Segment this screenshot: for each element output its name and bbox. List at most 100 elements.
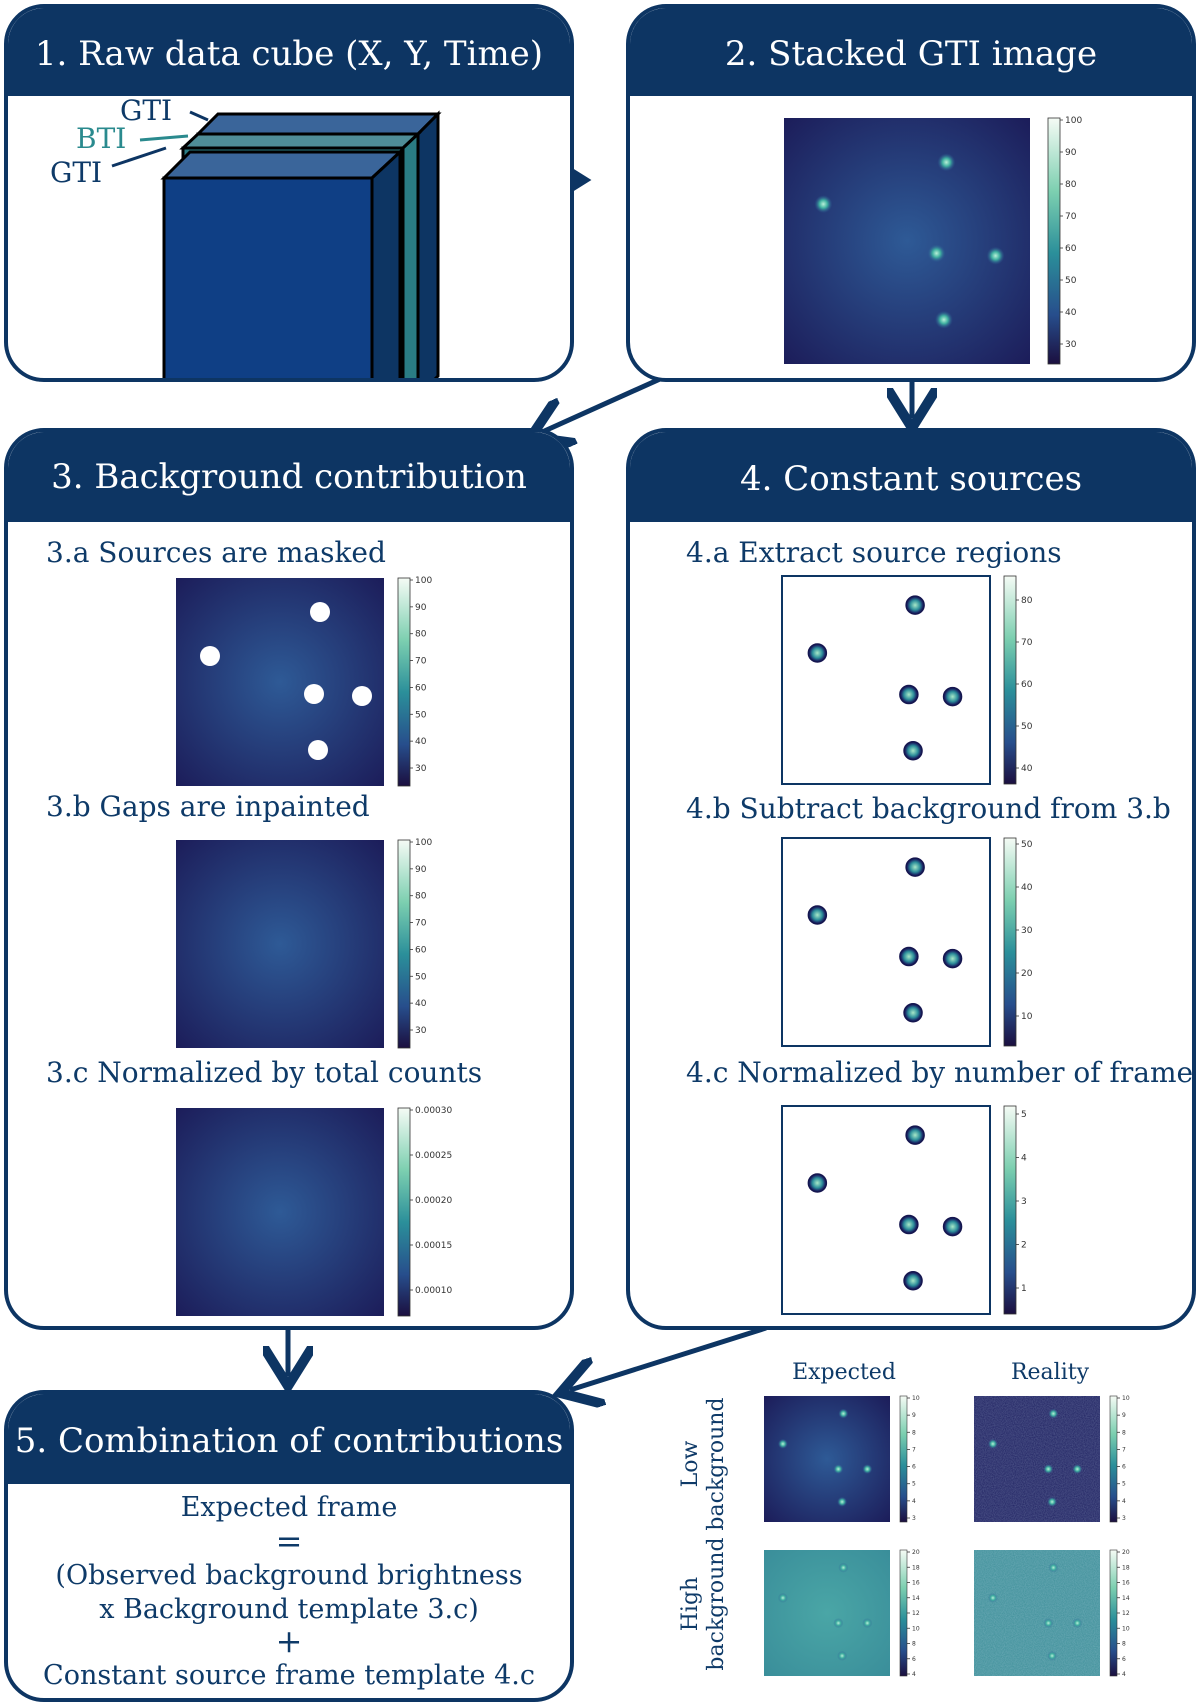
cube-bti-side: [401, 130, 420, 378]
source-region: [899, 946, 919, 967]
step-4a-label: 4.a Extract source regions: [686, 536, 1062, 569]
mini-source: [833, 1618, 844, 1629]
formula-observed-brightness: (Observed background brightness: [55, 1560, 523, 1591]
colorbar-tick-label: 40: [415, 737, 427, 747]
colorbar-tick-label: 16: [912, 1580, 920, 1587]
colorbar-tick-label: 16: [1122, 1580, 1130, 1587]
colorbar-tick-label: 50: [1021, 840, 1033, 850]
colorbar-tick-label: 7: [1122, 1446, 1126, 1453]
label-bti: BTI: [76, 122, 126, 155]
low-expected-image: [764, 1396, 890, 1522]
colorbar-tick-label: 50: [1065, 276, 1077, 286]
colorbar-tick-label: 100: [1065, 116, 1082, 126]
mini-source: [833, 1464, 844, 1475]
colorbar-tick-label: 90: [1065, 148, 1077, 158]
mini-source: [777, 1592, 788, 1603]
colorbar-tick-label: 40: [1021, 764, 1033, 774]
colorbar-tick-label: 14: [912, 1595, 920, 1602]
colorbar-4c: [1003, 1105, 1017, 1315]
colorbar-tick-label: 6: [912, 1656, 916, 1663]
colorbar-3b: [397, 839, 411, 1049]
step-3a-label: 3.a Sources are masked: [46, 536, 386, 569]
colorbar-tick-label: 40: [1021, 883, 1033, 893]
colorbar-tick-label: 70: [1021, 638, 1033, 648]
label-gti-bottom: GTI: [50, 156, 102, 189]
source-region: [807, 1173, 828, 1193]
step-3c-label: 3.c Normalized by total counts: [46, 1056, 483, 1089]
point-source: [986, 246, 1005, 265]
source-region: [905, 595, 925, 615]
colorbar-tick-label: 70: [415, 657, 427, 667]
high-reality-colorbar: [1109, 1549, 1118, 1677]
colorbar-tick-label: 14: [1122, 1595, 1130, 1602]
colorbar-tick-label: 3: [912, 1515, 916, 1522]
step-4b-label: 4.b Subtract background from 3.b: [686, 792, 1171, 825]
source-region: [807, 905, 828, 925]
mini-source: [838, 1408, 849, 1419]
colorbar-tick-label: 10: [1021, 1012, 1033, 1022]
mini-source: [838, 1562, 849, 1573]
arrow-4-to-5: [570, 1325, 767, 1390]
panel-title: 3. Background contribution: [8, 432, 570, 522]
source-region: [942, 686, 963, 707]
source-region: [903, 1270, 923, 1291]
mini-source: [1043, 1618, 1054, 1629]
mini-source: [837, 1650, 848, 1661]
colorbar-tick-label: 90: [415, 865, 427, 875]
high-reality-noise: [974, 1550, 1100, 1676]
colorbar-tick-label: 40: [415, 999, 427, 1009]
colorbar-3c: [397, 1107, 411, 1317]
colorbar-tick-label: 3: [1021, 1197, 1027, 1207]
colorbar-tick-label: 5: [912, 1481, 916, 1488]
formula-background-template: x Background template 3.c): [99, 1594, 479, 1625]
normalized-sources-image: [781, 1105, 991, 1315]
panel-constant-sources: 4. Constant sources contribution 4.a Ext…: [626, 428, 1196, 1330]
low-reality-sources: [987, 1408, 1083, 1507]
colorbar-tick-label: 100: [415, 576, 432, 586]
formula-constant-source: Constant source frame template 4.c: [43, 1660, 535, 1691]
expected-vs-reality: Expected Reality Low background High bac…: [678, 1352, 1196, 1706]
colorbar-tick-label: 60: [1021, 680, 1033, 690]
colorbar-tick-label: 50: [1021, 722, 1033, 732]
formula-plus: +: [275, 1622, 303, 1660]
leader-bti: [139, 134, 189, 142]
cube-back-top: [194, 112, 442, 136]
label-gti-top: GTI: [120, 96, 172, 127]
background-subtracted-image: [781, 837, 991, 1047]
cube-front-top: [160, 150, 404, 180]
colorbar-tick-label: 60: [415, 683, 427, 693]
colorbar-tick-label: 8: [1122, 1429, 1126, 1436]
colorbar-tick-label: 0.00020: [415, 1196, 452, 1206]
panel-title: 1. Raw data cube (X, Y, Time): [8, 8, 570, 96]
mini-source: [1072, 1464, 1083, 1475]
colorbar-tick-label: 4: [1021, 1154, 1027, 1164]
point-source: [937, 153, 956, 172]
colorbar-tick-label: 4: [1122, 1498, 1126, 1505]
source-region: [807, 643, 828, 663]
colorbar-tick-label: 90: [415, 603, 427, 613]
normalized-sources: [807, 1125, 963, 1291]
colorbar-tick-label: 8: [1122, 1641, 1126, 1648]
colorbar-tick-label: 5: [1021, 1110, 1027, 1120]
gti-image: [784, 118, 1030, 364]
mini-source: [1047, 1496, 1058, 1507]
mini-source: [1047, 1650, 1058, 1661]
inpainted-image: [176, 840, 384, 1048]
colorbar-tick-label: 6: [912, 1464, 916, 1471]
mini-source: [837, 1496, 848, 1507]
colorbar-tick-label: 100: [415, 838, 432, 848]
colorbar-tick-label: 40: [1065, 308, 1077, 318]
colorbar-tick-label: 0.00025: [415, 1151, 452, 1161]
colorbar-3a: [397, 577, 411, 787]
